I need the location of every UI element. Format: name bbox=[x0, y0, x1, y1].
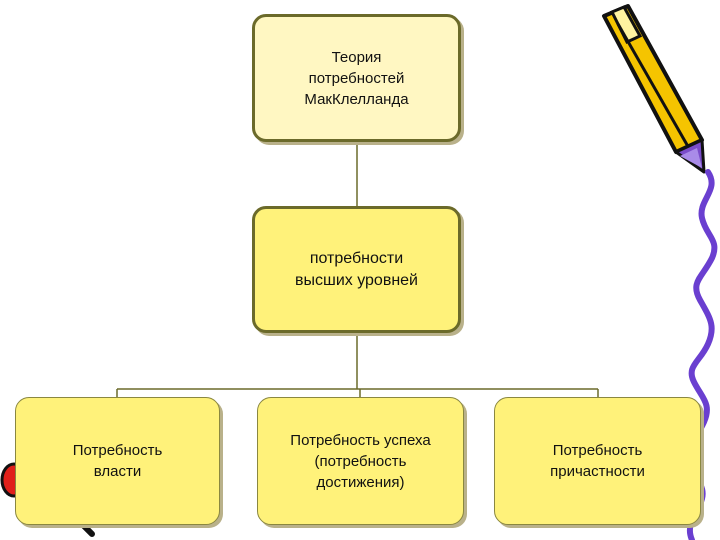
leaf-node-power: Потребность власти bbox=[15, 397, 220, 525]
leaf-node-achievement: Потребность успеха (потребность достижен… bbox=[257, 397, 464, 525]
root-node-label: Теория потребностей МакКлелланда bbox=[304, 48, 409, 108]
root-node: Теория потребностей МакКлелланда bbox=[252, 14, 461, 142]
middle-node-label: потребности высших уровней bbox=[294, 249, 418, 289]
leaf-node-label: Потребность власти bbox=[72, 442, 163, 480]
connector-lines bbox=[116, 142, 599, 397]
pencil-icon bbox=[602, 4, 706, 174]
leaf-node-label: Потребность успеха (потребность достижен… bbox=[290, 431, 431, 491]
middle-node: потребности высших уровней bbox=[252, 206, 461, 333]
leaf-node-affiliation: Потребность причастности bbox=[494, 397, 701, 525]
leaf-node-label: Потребность причастности bbox=[550, 442, 645, 480]
